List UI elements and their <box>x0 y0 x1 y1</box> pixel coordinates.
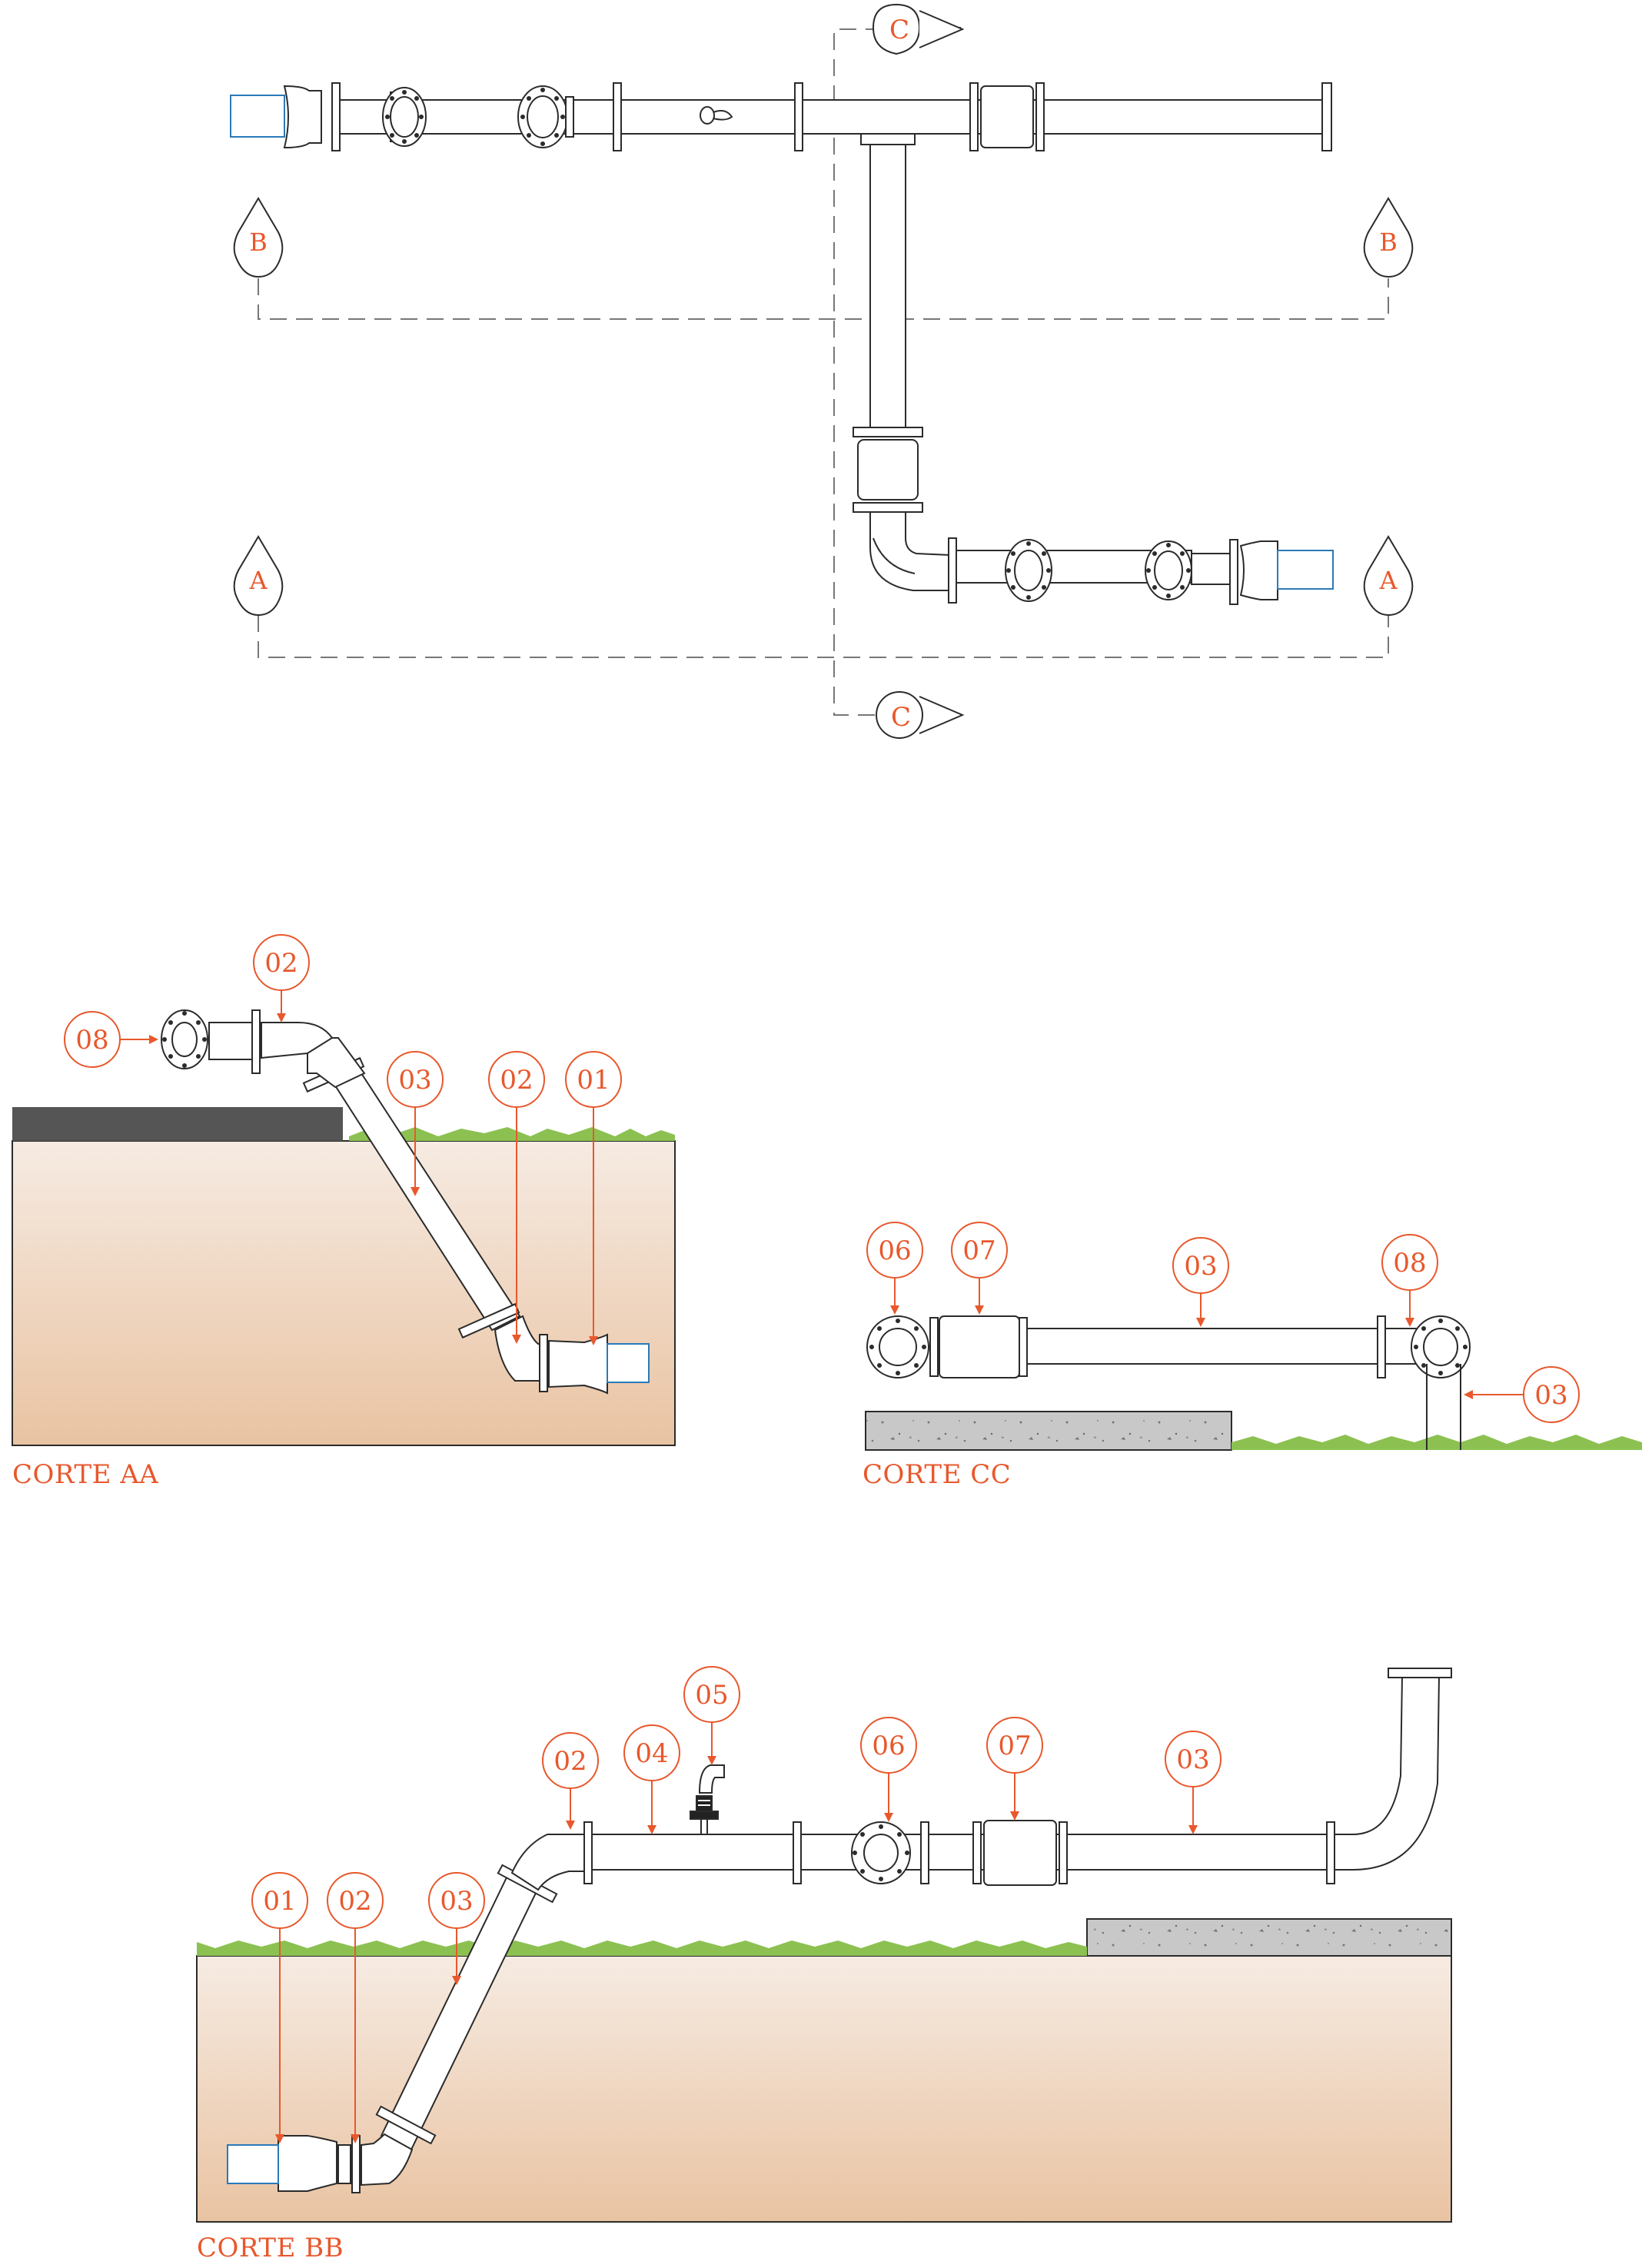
svg-text:01: 01 <box>263 1886 296 1917</box>
marker-a-right-label: A <box>1378 566 1398 595</box>
svg-text:07: 07 <box>962 1235 996 1266</box>
marker-a-left: A <box>233 535 284 617</box>
caption-corte-bb: CORTE BB <box>197 2233 344 2263</box>
svg-text:03: 03 <box>1176 1744 1209 1775</box>
bb-grass <box>197 1940 1087 1956</box>
marker-b-left-label: B <box>249 228 268 257</box>
svg-text:02: 02 <box>338 1886 371 1917</box>
marker-c-top-label: C <box>889 15 909 45</box>
marker-b-left: B <box>233 197 284 278</box>
svg-text:03: 03 <box>1534 1380 1567 1411</box>
marker-c-top: C <box>872 3 965 55</box>
plan-coupling <box>283 85 322 149</box>
corte-bb: 05 02 04 06 07 03 01 02 03 <box>196 1666 1452 2223</box>
svg-text:06: 06 <box>872 1731 905 1761</box>
svg-text:05: 05 <box>695 1680 728 1711</box>
bb-concrete-slab <box>1086 1918 1452 1957</box>
svg-text:02: 02 <box>264 948 297 979</box>
caption-corte-aa: CORTE AA <box>12 1459 159 1490</box>
plan-pipe-run <box>336 99 1329 135</box>
section-markers: C C B B A A <box>233 3 1414 739</box>
plan-elbow <box>869 511 951 591</box>
cc-grass <box>1232 1435 1642 1450</box>
bb-callouts <box>251 1666 1222 2137</box>
corte-cc: 06 07 03 08 03 <box>865 1222 1642 1451</box>
section-line-c <box>833 28 882 716</box>
aa-soil <box>12 1140 676 1446</box>
marker-c-bottom: C <box>876 691 965 739</box>
marker-a-left-label: A <box>248 566 268 595</box>
svg-text:08: 08 <box>1393 1248 1426 1279</box>
cc-concrete-slab <box>865 1411 1232 1451</box>
marker-a-right: A <box>1363 535 1414 617</box>
svg-text:07: 07 <box>998 1731 1031 1761</box>
aa-asphalt <box>12 1107 343 1141</box>
section-line-a <box>258 615 1389 658</box>
marker-b-right-label: B <box>1379 228 1398 257</box>
caption-corte-cc: CORTE CC <box>863 1459 1012 1490</box>
plan-view <box>230 28 1389 716</box>
cc-callouts <box>866 1222 1580 1423</box>
svg-text:04: 04 <box>635 1738 668 1769</box>
svg-text:02: 02 <box>500 1065 533 1096</box>
plan-pipe-end <box>230 95 285 138</box>
section-line-b <box>258 278 1389 320</box>
marker-c-bottom-label: C <box>891 702 911 733</box>
aa-callouts <box>64 934 622 1339</box>
svg-text:02: 02 <box>553 1746 587 1777</box>
corte-aa: 08 02 03 02 01 <box>12 934 676 1446</box>
plan-branch-pipe <box>869 144 906 428</box>
svg-text:03: 03 <box>398 1065 431 1096</box>
svg-text:06: 06 <box>878 1235 911 1266</box>
svg-text:01: 01 <box>577 1065 610 1096</box>
svg-text:03: 03 <box>440 1886 473 1917</box>
svg-text:08: 08 <box>75 1025 108 1056</box>
svg-text:03: 03 <box>1184 1251 1217 1282</box>
marker-b-right: B <box>1363 197 1414 278</box>
